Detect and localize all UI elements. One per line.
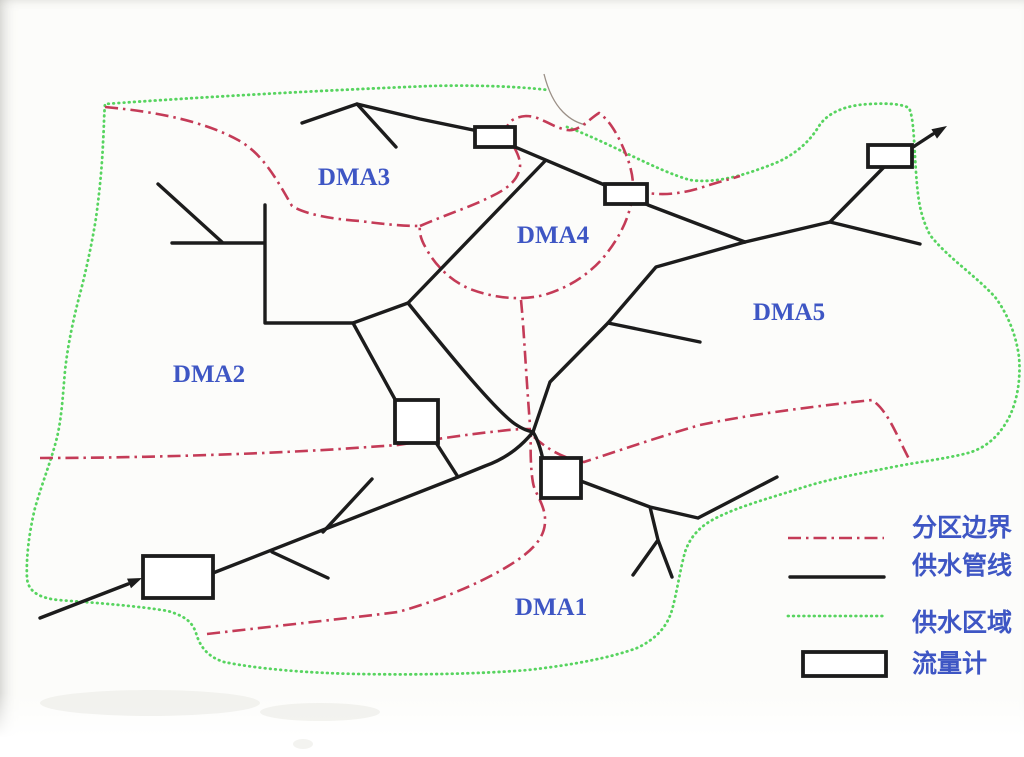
legend: 分区边界 供水管线 供水区域 流量计 (786, 514, 1012, 678)
pipeline-dma1-branches (576, 475, 779, 579)
pipeline-nw-diagonal (406, 301, 535, 434)
flow-meters (141, 125, 914, 600)
boundary-middle-west (39, 427, 532, 460)
boundary-center-vertical (519, 299, 532, 426)
pipeline-top-branch (355, 102, 398, 149)
legend-flow-meter-sample (801, 650, 888, 678)
zone-label-dma5: DMA5 (753, 299, 825, 326)
pipeline-apex-link (406, 159, 547, 305)
outlet-arrowhead-icon (931, 126, 947, 139)
flow-meter-2 (603, 182, 649, 206)
pipeline-dma5-branch (606, 321, 702, 344)
inlet-arrow-line (38, 582, 130, 620)
legend-area-label: 供水区域 (911, 609, 1012, 637)
pipeline-ne-trunk (531, 240, 747, 434)
legend-boundary-label: 分区边界 (912, 514, 1012, 542)
flow-meter-1 (473, 125, 517, 149)
zone-label-dma2: DMA2 (173, 361, 245, 388)
legend-flow-meter-label: 流量计 (912, 650, 987, 678)
pipeline-east-stub (828, 220, 922, 246)
boundary-northwest (104, 105, 421, 228)
boundary-middle-east (533, 398, 912, 464)
boundary-dma1-west (206, 433, 547, 636)
district-boundaries (39, 105, 912, 636)
pipeline-dma2-branch-set (156, 182, 410, 325)
boundary-dma4-loop (418, 111, 635, 300)
legend-pipeline-label: 供水管线 (911, 551, 1012, 580)
zone-label-dma3: DMA3 (318, 164, 390, 191)
flow-meter-6 (141, 554, 215, 600)
zone-labels: DMA3 DMA4 DMA5 DMA2 DMA1 (173, 164, 825, 621)
boundary-east-stub (633, 174, 741, 196)
zone-label-dma1: DMA1 (515, 594, 587, 621)
flow-meter-4 (393, 398, 440, 445)
stream-curve (543, 73, 587, 126)
inlet-arrowhead-icon (127, 578, 142, 589)
supply-area-boundary-dotted (25, 84, 1021, 676)
scan-artifacts (40, 690, 380, 749)
pipeline-sw-trunk (211, 430, 535, 575)
flow-meter-5 (539, 456, 583, 500)
pipeline-junction-to-meter5 (531, 430, 545, 462)
flow-meter-3 (866, 143, 914, 169)
zone-label-dma4: DMA4 (517, 222, 590, 249)
pipeline-sw-branches (270, 477, 374, 580)
